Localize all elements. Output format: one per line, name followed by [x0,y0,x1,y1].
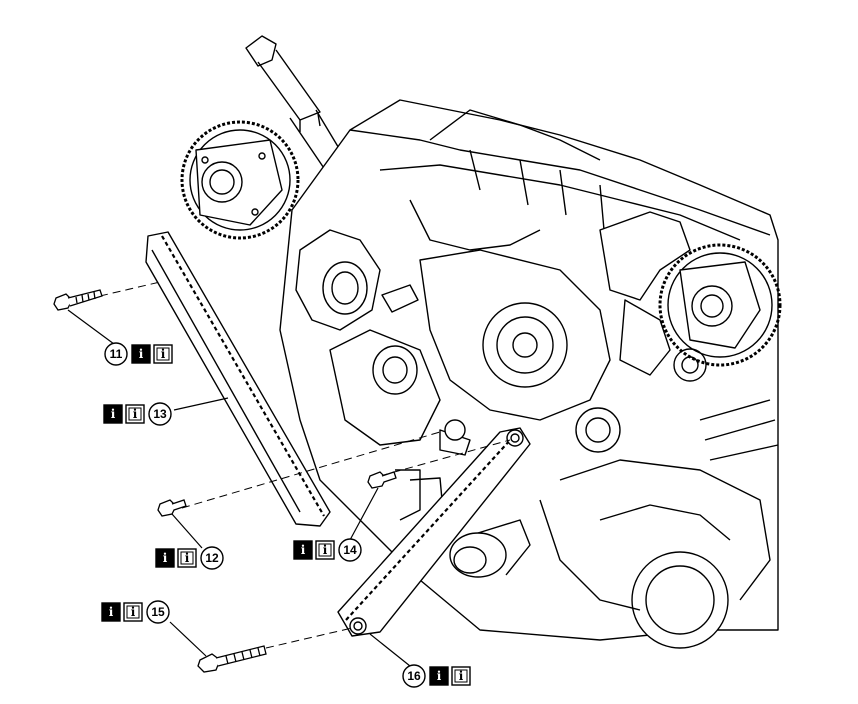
svg-text:i: i [133,407,138,421]
guide-16 [337,427,531,637]
svg-text:i: i [161,347,166,361]
bolt-14 [367,471,397,489]
callout-15: 15 i i [101,600,170,624]
callout-13: 13 i i [103,402,172,426]
bolt-11 [53,289,103,311]
left-cam-sprocket [180,120,300,240]
info-dark-icon: i [155,548,175,568]
svg-text:i: i [459,669,464,683]
callout-12: 12 i i [155,546,224,570]
svg-text:i: i [323,543,328,557]
info-light-icon: i [125,404,145,424]
engine-block-drawing [180,35,782,649]
svg-text:i: i [301,543,306,557]
callout-16: 16 i i [402,664,471,688]
callout-11: 11 i i [104,342,173,366]
alignment-lines [99,281,511,649]
callout-circle [338,538,362,562]
info-dark-icon: i [131,344,151,364]
info-light-icon: i [153,344,173,364]
callout-circle [402,664,426,688]
callout-number: 12 [205,551,219,565]
right-cam-sprocket [658,243,782,367]
callout-circle [146,600,170,624]
info-light-icon: i [177,548,197,568]
callout-circle [148,402,172,426]
camshaft-tool [245,35,353,181]
info-dark-icon: i [103,404,123,424]
info-dark-icon: i [101,602,121,622]
svg-text:i: i [109,605,114,619]
leader-lines [67,309,411,667]
callout-layer: 11 i i 12 i i 13 i i 14 i i 15 i i 16 i i [101,342,471,688]
info-light-icon: i [123,602,143,622]
callout-number: 14 [343,543,357,557]
info-light-icon: i [451,666,471,686]
bolt-15 [197,645,267,673]
svg-text:i: i [139,347,144,361]
guide-13 [145,231,331,527]
callout-number: 11 [110,347,123,361]
svg-text:i: i [131,605,136,619]
callout-number: 15 [151,605,165,619]
callout-14: 14 i i [293,538,362,562]
callout-circle [200,546,224,570]
info-dark-icon: i [293,540,313,560]
svg-text:i: i [185,551,190,565]
callout-number: 16 [407,669,421,683]
callout-number: 13 [153,407,167,421]
info-dark-icon: i [429,666,449,686]
svg-text:i: i [111,407,116,421]
callout-circle [104,342,128,366]
svg-text:i: i [437,669,442,683]
svg-text:i: i [163,551,168,565]
info-light-icon: i [315,540,335,560]
